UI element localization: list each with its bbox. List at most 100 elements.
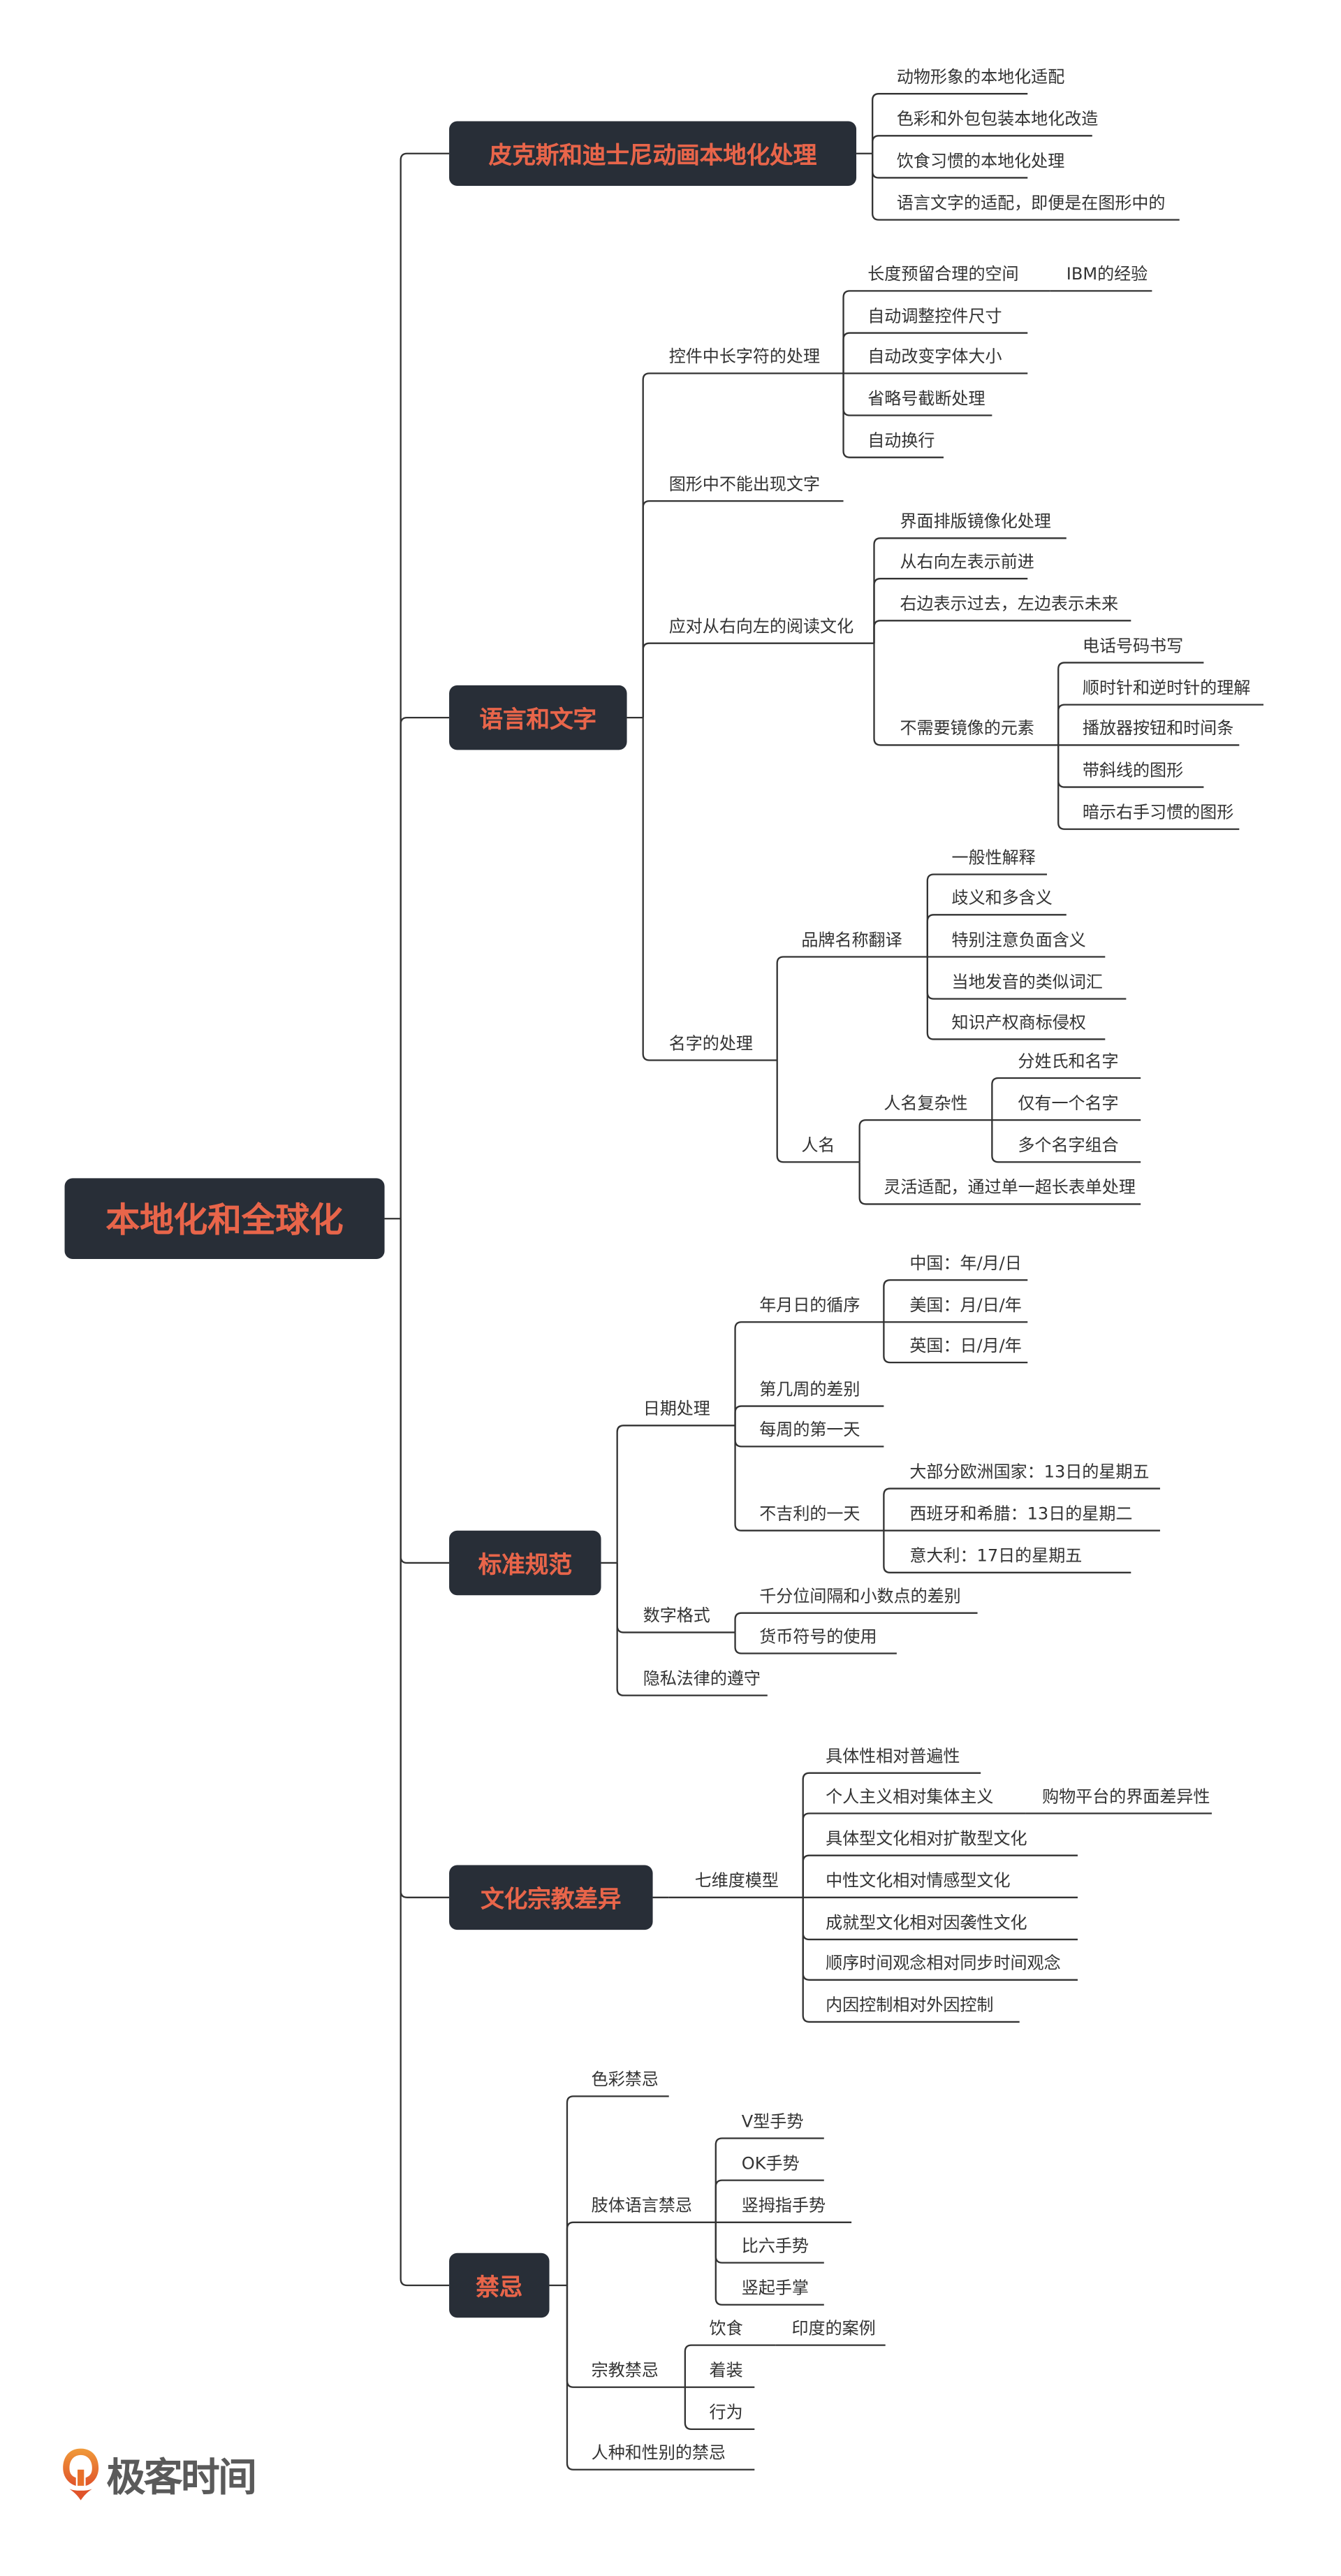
topic-node[interactable]: 人名复杂性: [884, 1094, 968, 1114]
topic-node[interactable]: 应对从右向左的阅读文化: [668, 617, 854, 637]
topic-node[interactable]: 日期处理: [643, 1399, 710, 1420]
branch-line: [842, 373, 944, 458]
topic-node[interactable]: 西班牙和希腊：13日的星期二: [909, 1504, 1133, 1525]
trunk-line: [400, 1218, 450, 1898]
topic-node[interactable]: 顺时针和逆时针的理解: [1082, 678, 1251, 699]
topic-node[interactable]: 宗教禁忌: [591, 2361, 659, 2381]
topic-node[interactable]: 印度的案例: [791, 2319, 876, 2339]
main-topic-box[interactable]: 语言和文字: [449, 685, 627, 750]
topic-node[interactable]: 仅有一个名字: [1018, 1094, 1119, 1114]
topic-node[interactable]: 中性文化相对情感型文化: [826, 1871, 1011, 1891]
topic-node[interactable]: 肢体语言禁忌: [591, 2196, 692, 2216]
topic-node[interactable]: 自动调整控件尺寸: [867, 307, 1002, 327]
main-topic-box[interactable]: 禁忌: [449, 2253, 550, 2318]
branch-line: [616, 1562, 768, 1696]
topic-node[interactable]: 图形中不能出现文字: [668, 475, 821, 495]
topic-node[interactable]: 动物形象的本地化适配: [896, 68, 1065, 87]
topic-node[interactable]: 品牌名称翻译: [801, 931, 902, 951]
topic-node[interactable]: 每周的第一天: [759, 1420, 860, 1441]
topic-node[interactable]: 语言文字的适配，即便是在图形中的: [896, 194, 1166, 214]
topic-node[interactable]: 饮食: [709, 2319, 743, 2339]
topic-node[interactable]: 名字的处理: [668, 1034, 753, 1054]
topic-node[interactable]: 灵活适配，通过单一超长表单处理: [884, 1178, 1136, 1198]
topic-node[interactable]: 货币符号的使用: [759, 1627, 877, 1647]
logo-icon: [63, 2447, 99, 2500]
branch-line: [872, 153, 1180, 221]
topic-node[interactable]: IBM的经验: [1066, 265, 1148, 285]
topic-node[interactable]: 人名: [801, 1136, 835, 1156]
topic-node[interactable]: 电话号码书写: [1082, 636, 1184, 657]
branch-line: [802, 1772, 981, 1898]
topic-node[interactable]: 控件中长字符的处理: [668, 347, 821, 368]
topic-node[interactable]: 美国：月/日/年: [909, 1296, 1022, 1316]
topic-node[interactable]: 第几周的差别: [759, 1380, 860, 1400]
topic-node[interactable]: 自动换行: [867, 431, 935, 451]
branch-line: [1057, 662, 1204, 745]
topic-node[interactable]: 顺序时间观念相对同步时间观念: [826, 1953, 1061, 1974]
topic-node[interactable]: 具体型文化相对扩散型文化: [826, 1829, 1027, 1849]
topic-node[interactable]: 不吉利的一天: [759, 1504, 860, 1525]
geektime-logo: 极客时间: [61, 2445, 257, 2502]
topic-node[interactable]: 省略号截断处理: [867, 389, 985, 409]
topic-node[interactable]: 竖起手掌: [741, 2278, 809, 2299]
topic-node[interactable]: 当地发音的类似词汇: [951, 973, 1103, 993]
main-topic-box[interactable]: 文化宗教差异: [449, 1865, 653, 1930]
topic-node[interactable]: 成就型文化相对因袭性文化: [826, 1913, 1027, 1933]
branch-line: [842, 332, 1028, 374]
topic-node[interactable]: 色彩和外包包装本地化改造: [896, 110, 1099, 130]
topic-node[interactable]: OK手势: [741, 2154, 800, 2174]
topic-node[interactable]: 千分位间隔和小数点的差别: [759, 1587, 961, 1607]
topic-node[interactable]: 英国：日/月/年: [909, 1337, 1022, 1356]
branch-line: [566, 2095, 669, 2286]
branch-line: [776, 1060, 860, 1163]
topic-node[interactable]: 不需要镜像的元素: [900, 719, 1034, 739]
topic-node[interactable]: 意大利：17日的星期五: [909, 1546, 1083, 1566]
topic-node[interactable]: 人种和性别的禁忌: [591, 2443, 726, 2464]
logo-text: 极客时间: [106, 2454, 257, 2501]
topic-node[interactable]: 中国：年/月/日: [909, 1254, 1022, 1274]
topic-node[interactable]: 长度预留合理的空间: [867, 265, 1019, 285]
topic-node[interactable]: 比六手势: [741, 2236, 809, 2257]
topic-node[interactable]: 大部分欧洲国家：13日的星期五: [909, 1462, 1150, 1483]
branch-line: [734, 1321, 884, 1426]
topic-node[interactable]: 内因控制相对外因控制: [826, 1995, 994, 2016]
topic-node[interactable]: V型手势: [741, 2112, 804, 2132]
topic-node[interactable]: 界面排版镜像化处理: [900, 512, 1051, 532]
topic-node[interactable]: 隐私法律的遵守: [643, 1669, 761, 1689]
topic-node[interactable]: 色彩禁忌: [591, 2070, 659, 2090]
topic-node[interactable]: 数字格式: [643, 1606, 710, 1627]
main-topic-box[interactable]: 标准规范: [449, 1530, 601, 1596]
topic-node[interactable]: 知识产权商标侵权: [951, 1013, 1086, 1033]
topic-node[interactable]: 竖拇指手势: [741, 2196, 826, 2216]
branch-line: [776, 956, 928, 1061]
branch-line: [715, 2137, 824, 2222]
topic-node[interactable]: 行为: [709, 2403, 743, 2423]
topic-node[interactable]: 购物平台的界面差异性: [1042, 1787, 1210, 1807]
trunk-line: [400, 152, 450, 1219]
topic-node[interactable]: 右边表示过去，左边表示未来: [900, 595, 1118, 615]
topic-node[interactable]: 自动改变字体大小: [867, 347, 1002, 368]
branch-line: [1057, 745, 1240, 830]
topic-node[interactable]: 歧义和多含义: [951, 889, 1053, 909]
branch-line: [842, 290, 1050, 374]
topic-node[interactable]: 年月日的循序: [759, 1296, 860, 1316]
topic-node[interactable]: 个人主义相对集体主义: [826, 1787, 994, 1807]
topic-node[interactable]: 暗示右手习惯的图形: [1082, 803, 1234, 823]
topic-node[interactable]: 多个名字组合: [1018, 1136, 1119, 1156]
trunk-line: [400, 1218, 450, 2287]
topic-node[interactable]: 一般性解释: [951, 848, 1036, 868]
topic-node[interactable]: 从右向左表示前进: [900, 553, 1034, 572]
branch-line: [883, 1279, 1028, 1323]
topic-node[interactable]: 带斜线的图形: [1082, 761, 1184, 781]
branch-line: [873, 578, 1028, 643]
root-topic[interactable]: 本地化和全球化: [64, 1178, 385, 1260]
main-topic-box[interactable]: 皮克斯和迪士尼动画本地化处理: [449, 121, 857, 187]
topic-node[interactable]: 饮食习惯的本地化处理: [896, 152, 1065, 172]
topic-node[interactable]: 特别注意负面含义: [951, 931, 1086, 951]
topic-node[interactable]: 分姓氏和名字: [1018, 1051, 1119, 1072]
topic-node[interactable]: 七维度模型: [694, 1871, 779, 1891]
topic-node[interactable]: 播放器按钮和时间条: [1082, 719, 1234, 739]
topic-node[interactable]: 着装: [709, 2361, 743, 2381]
topic-node[interactable]: 具体性相对普遍性: [826, 1747, 960, 1767]
